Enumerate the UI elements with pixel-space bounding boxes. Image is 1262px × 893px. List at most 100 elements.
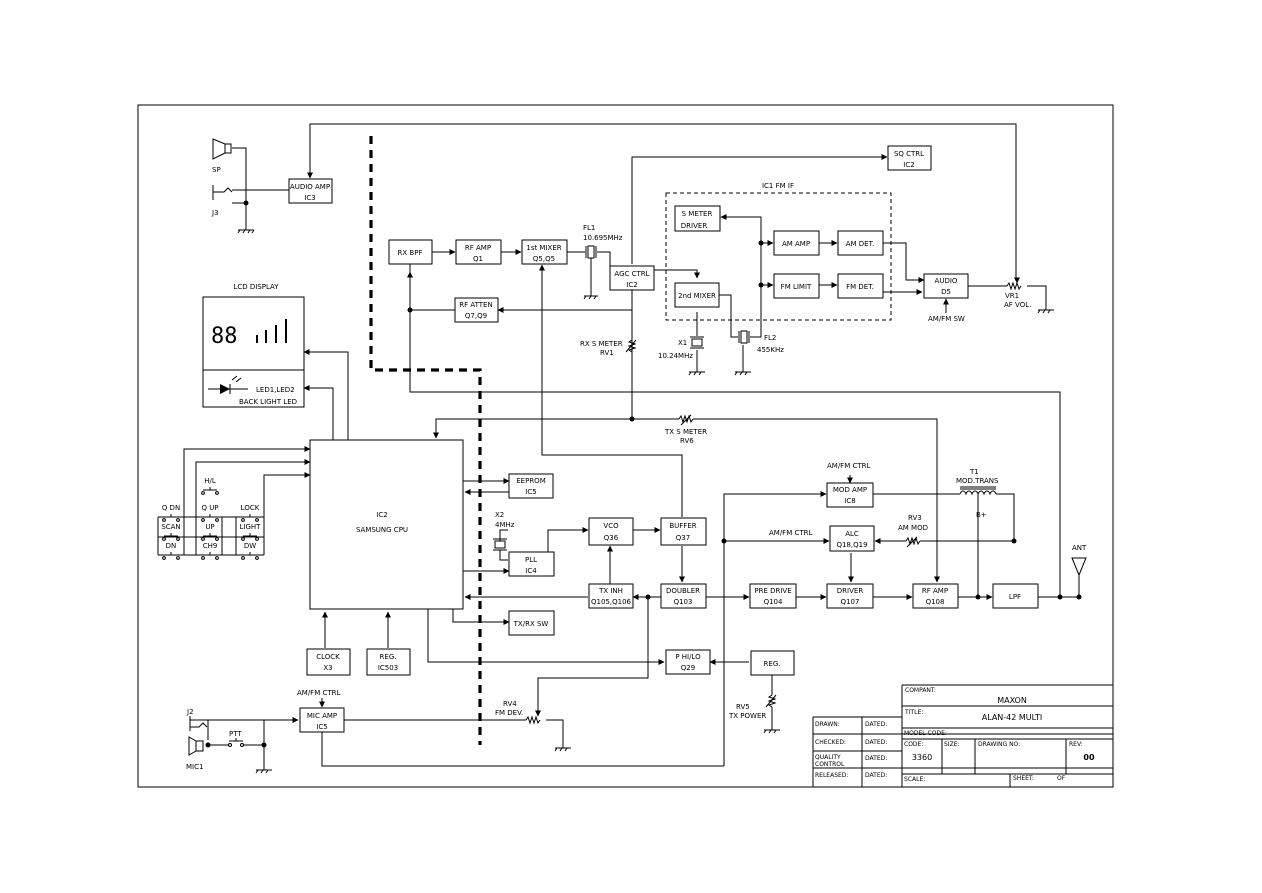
reg-ic503-block: REG. IC503 (366, 648, 411, 676)
pre-drive-name: PRE DRIVE (754, 587, 791, 595)
j3-jack: J3 (211, 185, 233, 217)
ic1-fm-if-region (665, 192, 892, 321)
switch-label: SCAN (161, 523, 180, 531)
driver-name: DRIVER (837, 587, 864, 595)
sq-ctrl-ref: IC2 (903, 161, 914, 169)
speaker-symbol: SP (212, 138, 232, 174)
am-amp-name: AM AMP (782, 240, 810, 248)
switch-label: Q DN (162, 504, 180, 512)
b-plus-label: B+ (976, 511, 987, 519)
tb-of-label: OF (1057, 775, 1066, 782)
alc-block: ALC Q18,Q19 (829, 525, 875, 552)
ptt-switch: PTT (228, 730, 244, 747)
fm-limit-block: FM LIMIT (773, 273, 820, 299)
rx-s-meter-label: RX S METER (580, 340, 623, 348)
rf-amp-rx-ref: Q1 (473, 255, 483, 263)
tx-power-label: TX POWER (728, 712, 766, 720)
pre-drive-ref: Q104 (764, 598, 783, 606)
tb-company-label: COMPANT: (905, 687, 936, 694)
rf-amp-rx-block: RF AMP Q1 (455, 239, 502, 265)
am-fm-sw-label: AM/FM SW (928, 315, 965, 323)
vco-name: VCO (603, 522, 619, 530)
sq-ctrl-name: SQ CTRL (894, 150, 924, 158)
clock-ref: X3 (323, 664, 332, 672)
audio-d5-name: AUDIO (935, 277, 958, 285)
cpu-block: IC2 SAMSUNG CPU (309, 439, 464, 610)
pll-block: PLL IC4 (508, 551, 555, 577)
p-hi-lo-block: P HI/LO Q29 (665, 649, 711, 675)
mixer1-block: 1st MIXER Q5,Q5 (521, 239, 568, 265)
buffer-name: BUFFER (669, 522, 696, 530)
t1-label: T1 (969, 468, 979, 476)
fl2-label: FL2 (764, 334, 776, 342)
agc-ctrl-block: AGC CTRL IC2 (609, 265, 655, 291)
tb-quality-dated: DATED: (865, 755, 887, 762)
rf-amp-tx-name: RF AMP (922, 587, 948, 595)
mixer2-block: 2nd MIXER (674, 282, 720, 308)
mixer2-name: 2nd MIXER (678, 292, 716, 300)
alc-ref: Q18,Q19 (836, 541, 867, 549)
x2-label: X2 (495, 511, 504, 519)
switch-label: H/L (204, 477, 216, 485)
fl1-freq: 10.695MHz (583, 234, 623, 242)
am-fm-ctrl-mod-label: AM/FM CTRL (827, 462, 871, 470)
pll-name: PLL (525, 556, 537, 564)
lpf-block: LPF (992, 583, 1039, 609)
switch-light: LIGHT (240, 523, 262, 541)
rx-bpf-block: RX BPF (388, 239, 433, 265)
tx-inh-ref: Q105,Q106 (591, 598, 632, 606)
rf-amp-tx-ref: Q108 (926, 598, 945, 606)
audio-amp-name: AUDIO AMP (290, 183, 330, 191)
fl2-filter: FL2 455KHz (738, 330, 784, 354)
switch-lock: LOCK (241, 504, 260, 522)
tb-drawing-no-label: DRAWING NO: (978, 741, 1020, 748)
tb-released-dated: DATED: (865, 772, 887, 779)
reg-ic503-ref: IC503 (378, 664, 398, 672)
buffer-block: BUFFER Q37 (660, 517, 707, 546)
switch-label: LIGHT (240, 523, 262, 531)
switch-label: LOCK (241, 504, 260, 512)
agc-ctrl-name: AGC CTRL (614, 270, 649, 278)
cpu-ref: SAMSUNG CPU (356, 526, 408, 534)
mic1-symbol: MIC1 (186, 736, 204, 771)
am-det-block: AM DET. (837, 230, 884, 256)
switch-q-up: Q UP (201, 504, 219, 522)
fm-det-name: FM DET. (846, 283, 874, 291)
switch-label: CH9 (203, 542, 218, 550)
reg-ic503-name: REG. (380, 653, 397, 661)
buffer-ref: Q37 (676, 534, 690, 542)
switch-label: UP (205, 523, 214, 531)
am-amp-block: AM AMP (773, 230, 820, 256)
vr1-label: VR1 (1005, 292, 1019, 300)
eeprom-block: EEPROM IC5 (508, 473, 554, 499)
rv4-label: RV4 (503, 700, 517, 708)
rv1-pot: RX S METER RV1 (580, 339, 637, 357)
tb-drawn-dated: DATED: (865, 721, 887, 728)
title-block: COMPANT: MAXON TITLE: ALAN-42 MULTI MODE… (812, 684, 1113, 787)
lcd-digits: 88 (211, 324, 238, 349)
switch-dn: DN (162, 542, 180, 560)
am-fm-ctrl-alc-label: AM/FM CTRL (769, 529, 813, 537)
ant-label: ANT (1072, 544, 1087, 552)
fl1-filter: FL1 10.695MHz (583, 224, 623, 259)
driver-block: DRIVER Q107 (826, 583, 874, 609)
tx-inh-name: TX INH (598, 587, 623, 595)
ic1-fm-if-label: IC1 FM IF (762, 182, 794, 190)
tb-checked: CHECKED: (815, 739, 846, 746)
s-meter-driver-name: S METER (682, 210, 713, 218)
ground-symbols (237, 229, 1054, 774)
p-hi-lo-name: P HI/LO (675, 653, 701, 661)
fl1-label: FL1 (583, 224, 595, 232)
alc-name: ALC (845, 530, 859, 538)
rf-atten-name: RF ATTEN (459, 301, 492, 309)
switch-label: DW (244, 542, 256, 550)
rv3-label: RV3 (908, 514, 922, 522)
rv4-pot: RV4 FM DEV. (495, 700, 541, 725)
rv3-pot: RV3 AM MOD (898, 514, 928, 548)
tx-rx-sw-name: TX/RX SW (513, 620, 549, 628)
rf-atten-block: RF ATTEN Q7,Q9 (454, 297, 499, 323)
agc-ctrl-ref: IC2 (626, 281, 637, 289)
tb-rev-label: REV: (1069, 741, 1083, 748)
tb-released: RELEASED: (815, 772, 848, 779)
